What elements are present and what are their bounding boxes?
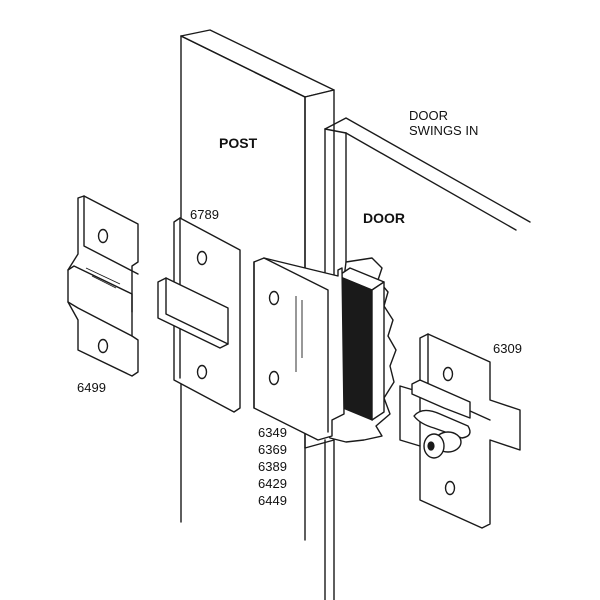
bracket-6499-shine	[85, 267, 121, 285]
bracket-6499-shine-2	[91, 275, 117, 289]
part-label-6389: 6389	[258, 459, 287, 474]
bracket-6789-hole-top	[196, 250, 208, 266]
bracket-6499-body	[67, 195, 139, 377]
part-label-6789: 6789	[190, 207, 219, 222]
part-label-6429: 6429	[258, 476, 287, 491]
post-label: POST	[219, 135, 258, 151]
part-label-6449: 6449	[258, 493, 287, 508]
bracket-6499-mid-fold	[67, 265, 133, 313]
bracket-6789-hole-bottom	[196, 364, 208, 380]
door-edge-side	[371, 281, 385, 421]
part-label-6349: 6349	[258, 425, 287, 440]
latch-6309-slot	[413, 409, 471, 439]
bracket-6789-flange-fold	[165, 277, 229, 345]
part-group-label: 6349 6369 6389 6429 6449	[258, 424, 287, 509]
bracket-6499-lower-fold	[67, 301, 133, 337]
part-label-6369: 6369	[258, 442, 287, 457]
bracket-6499-hole-top	[97, 228, 109, 244]
bracket-6349-hole-top	[268, 290, 280, 306]
latch-6309-hole-top	[442, 366, 454, 382]
door-swings-in-label: DOOR SWINGS IN	[409, 108, 478, 138]
bracket-6499-hole-bottom	[97, 338, 109, 354]
part-label-6499: 6499	[77, 380, 106, 395]
door-top-edge	[324, 117, 531, 223]
post-top-face	[180, 29, 335, 98]
latch-6309-bar	[411, 379, 471, 419]
bracket-6499	[67, 195, 139, 377]
bracket-6349-hole-bottom	[268, 370, 280, 386]
latch-6309	[399, 333, 521, 529]
bracket-6349-fold	[263, 257, 329, 433]
door-label: DOOR	[363, 210, 405, 226]
latch-6309-hole-bottom	[444, 480, 456, 496]
latch-6309-knob-center	[427, 441, 435, 451]
door-swings-line-2: SWINGS IN	[409, 123, 479, 138]
part-label-6309: 6309	[493, 341, 522, 356]
post-top-edge	[180, 35, 306, 98]
door-swings-line-1: DOOR	[409, 108, 448, 123]
bracket-6499-upper-fold	[83, 195, 139, 275]
door-edge-section	[337, 267, 385, 421]
bracket-6349-body	[253, 257, 345, 441]
bracket-6789	[157, 217, 241, 413]
bracket-6349	[253, 257, 345, 441]
door	[324, 117, 531, 600]
door-top-corner	[324, 128, 347, 134]
door-top-inner-edge	[345, 132, 517, 231]
